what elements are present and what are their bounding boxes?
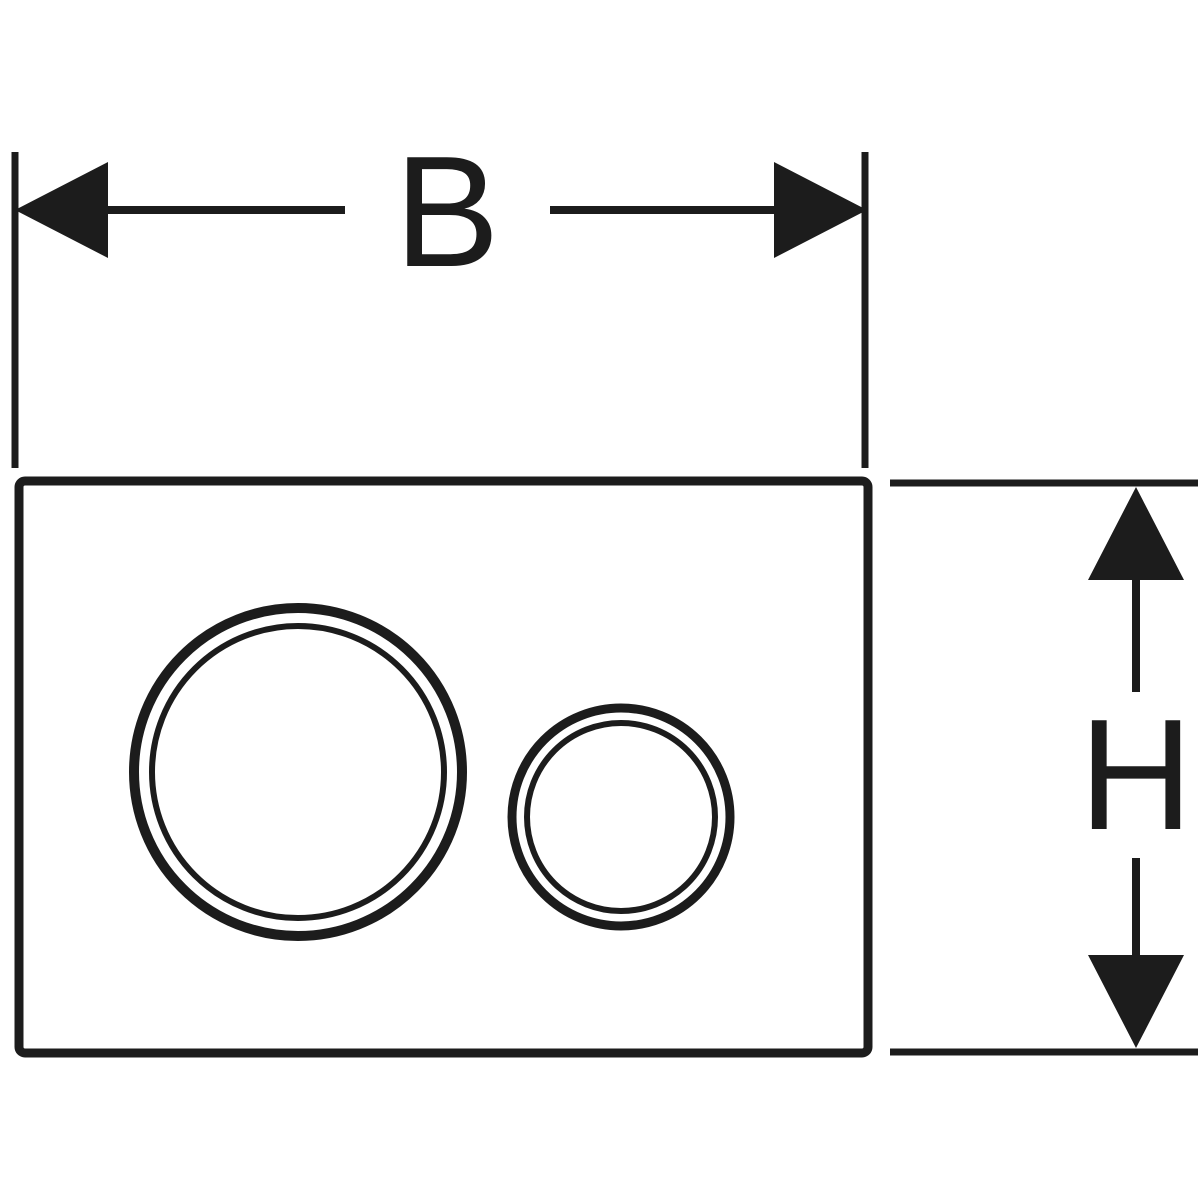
arrow-left-icon: [15, 162, 108, 258]
small-button-outer-ring: [507, 703, 735, 931]
arrow-right-icon: [774, 162, 867, 258]
arrow-up-icon: [1088, 487, 1184, 580]
large-button-inner-ring: [149, 623, 447, 921]
arrow-down-icon: [1088, 955, 1184, 1048]
height-dimension: H: [890, 479, 1198, 1056]
height-dimension-label: H: [1079, 687, 1193, 863]
width-dimension-label: B: [394, 124, 499, 300]
small-button-inner-ring: [524, 720, 718, 914]
flush-plate: [14, 476, 873, 1058]
large-button-outer-ring: [129, 603, 467, 941]
width-dimension: B: [11, 124, 869, 468]
